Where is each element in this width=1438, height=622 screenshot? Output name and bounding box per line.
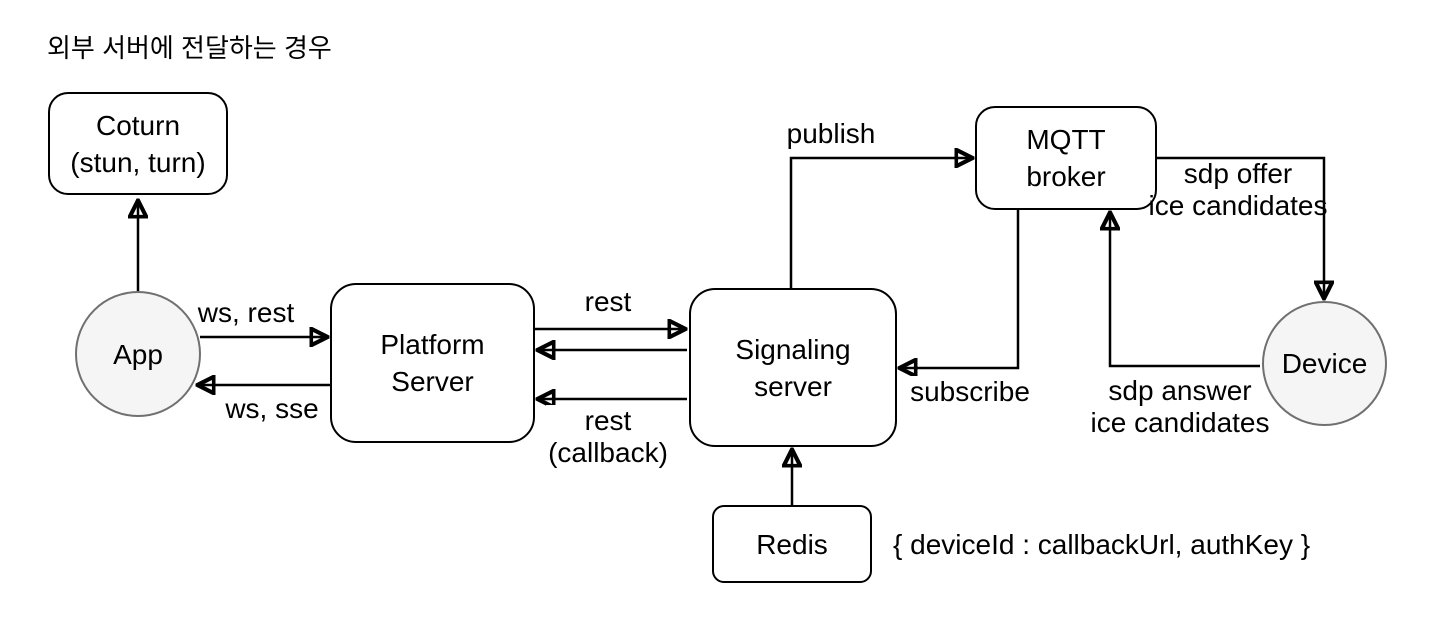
mqtt-broker-node: MQTT broker	[975, 106, 1157, 210]
platform-server-node: Platform Server	[330, 283, 535, 443]
redis-node: Redis	[712, 505, 872, 583]
edge-label-sdp-answer: sdp answer ice candidates	[1088, 375, 1271, 439]
edge-label-publish: publish	[784, 118, 878, 150]
edge-label-sdp-offer-line1: sdp offer	[1183, 158, 1293, 189]
edge-label-rest: rest	[582, 286, 634, 318]
edge-label-ws-rest: ws, rest	[195, 297, 297, 329]
signaling-server-node: Signaling server	[689, 288, 897, 447]
coturn-label-line1: Coturn	[95, 109, 181, 141]
edge-label-sdp-offer-line2: ice candidates	[1148, 190, 1328, 221]
signaling-label-line1: Signaling	[735, 333, 851, 365]
diagram-title: 외부 서버에 전달하는 경우	[47, 33, 332, 63]
device-label: Device	[1281, 348, 1368, 379]
arrow-sdpoffer-mqtt-to-device	[1157, 156, 1324, 297]
edge-label-sdp-answer-line2: ice candidates	[1090, 407, 1270, 438]
platform-label-line1: Platform	[380, 329, 485, 360]
edge-label-ws-sse: ws, sse	[223, 393, 321, 425]
redis-mapping-annotation: { deviceId : callbackUrl, authKey }	[893, 529, 1311, 560]
edge-label-rest-callback-line2: (callback)	[548, 437, 668, 468]
edge-label-sdp-answer-line1: sdp answer	[1108, 375, 1252, 406]
signaling-label-line2: server	[754, 370, 832, 402]
coturn-label-line2: (stun, turn)	[70, 146, 206, 178]
app-label: App	[113, 338, 163, 370]
arrow-subscribe-mqtt-to-signaling	[901, 210, 1020, 368]
edge-label-rest-callback: rest (callback)	[546, 405, 670, 469]
edge-label-subscribe: subscribe	[908, 376, 1032, 408]
edge-label-sdp-offer: sdp offer ice candidates	[1146, 158, 1329, 222]
device-node: Device	[1262, 301, 1387, 426]
mqtt-label-line2: broker	[1026, 161, 1106, 192]
coturn-node: Coturn (stun, turn)	[48, 92, 228, 195]
redis-label: Redis	[756, 528, 828, 560]
mqtt-label-line1: MQTT	[1026, 124, 1106, 155]
arrow-publish-signaling-to-mqtt	[789, 158, 971, 288]
platform-label-line2: Server	[391, 366, 474, 397]
edge-label-rest-callback-line1: rest	[584, 405, 632, 436]
app-node: App	[75, 291, 201, 417]
arrow-sdpanswer-device-to-mqtt	[1110, 214, 1260, 368]
